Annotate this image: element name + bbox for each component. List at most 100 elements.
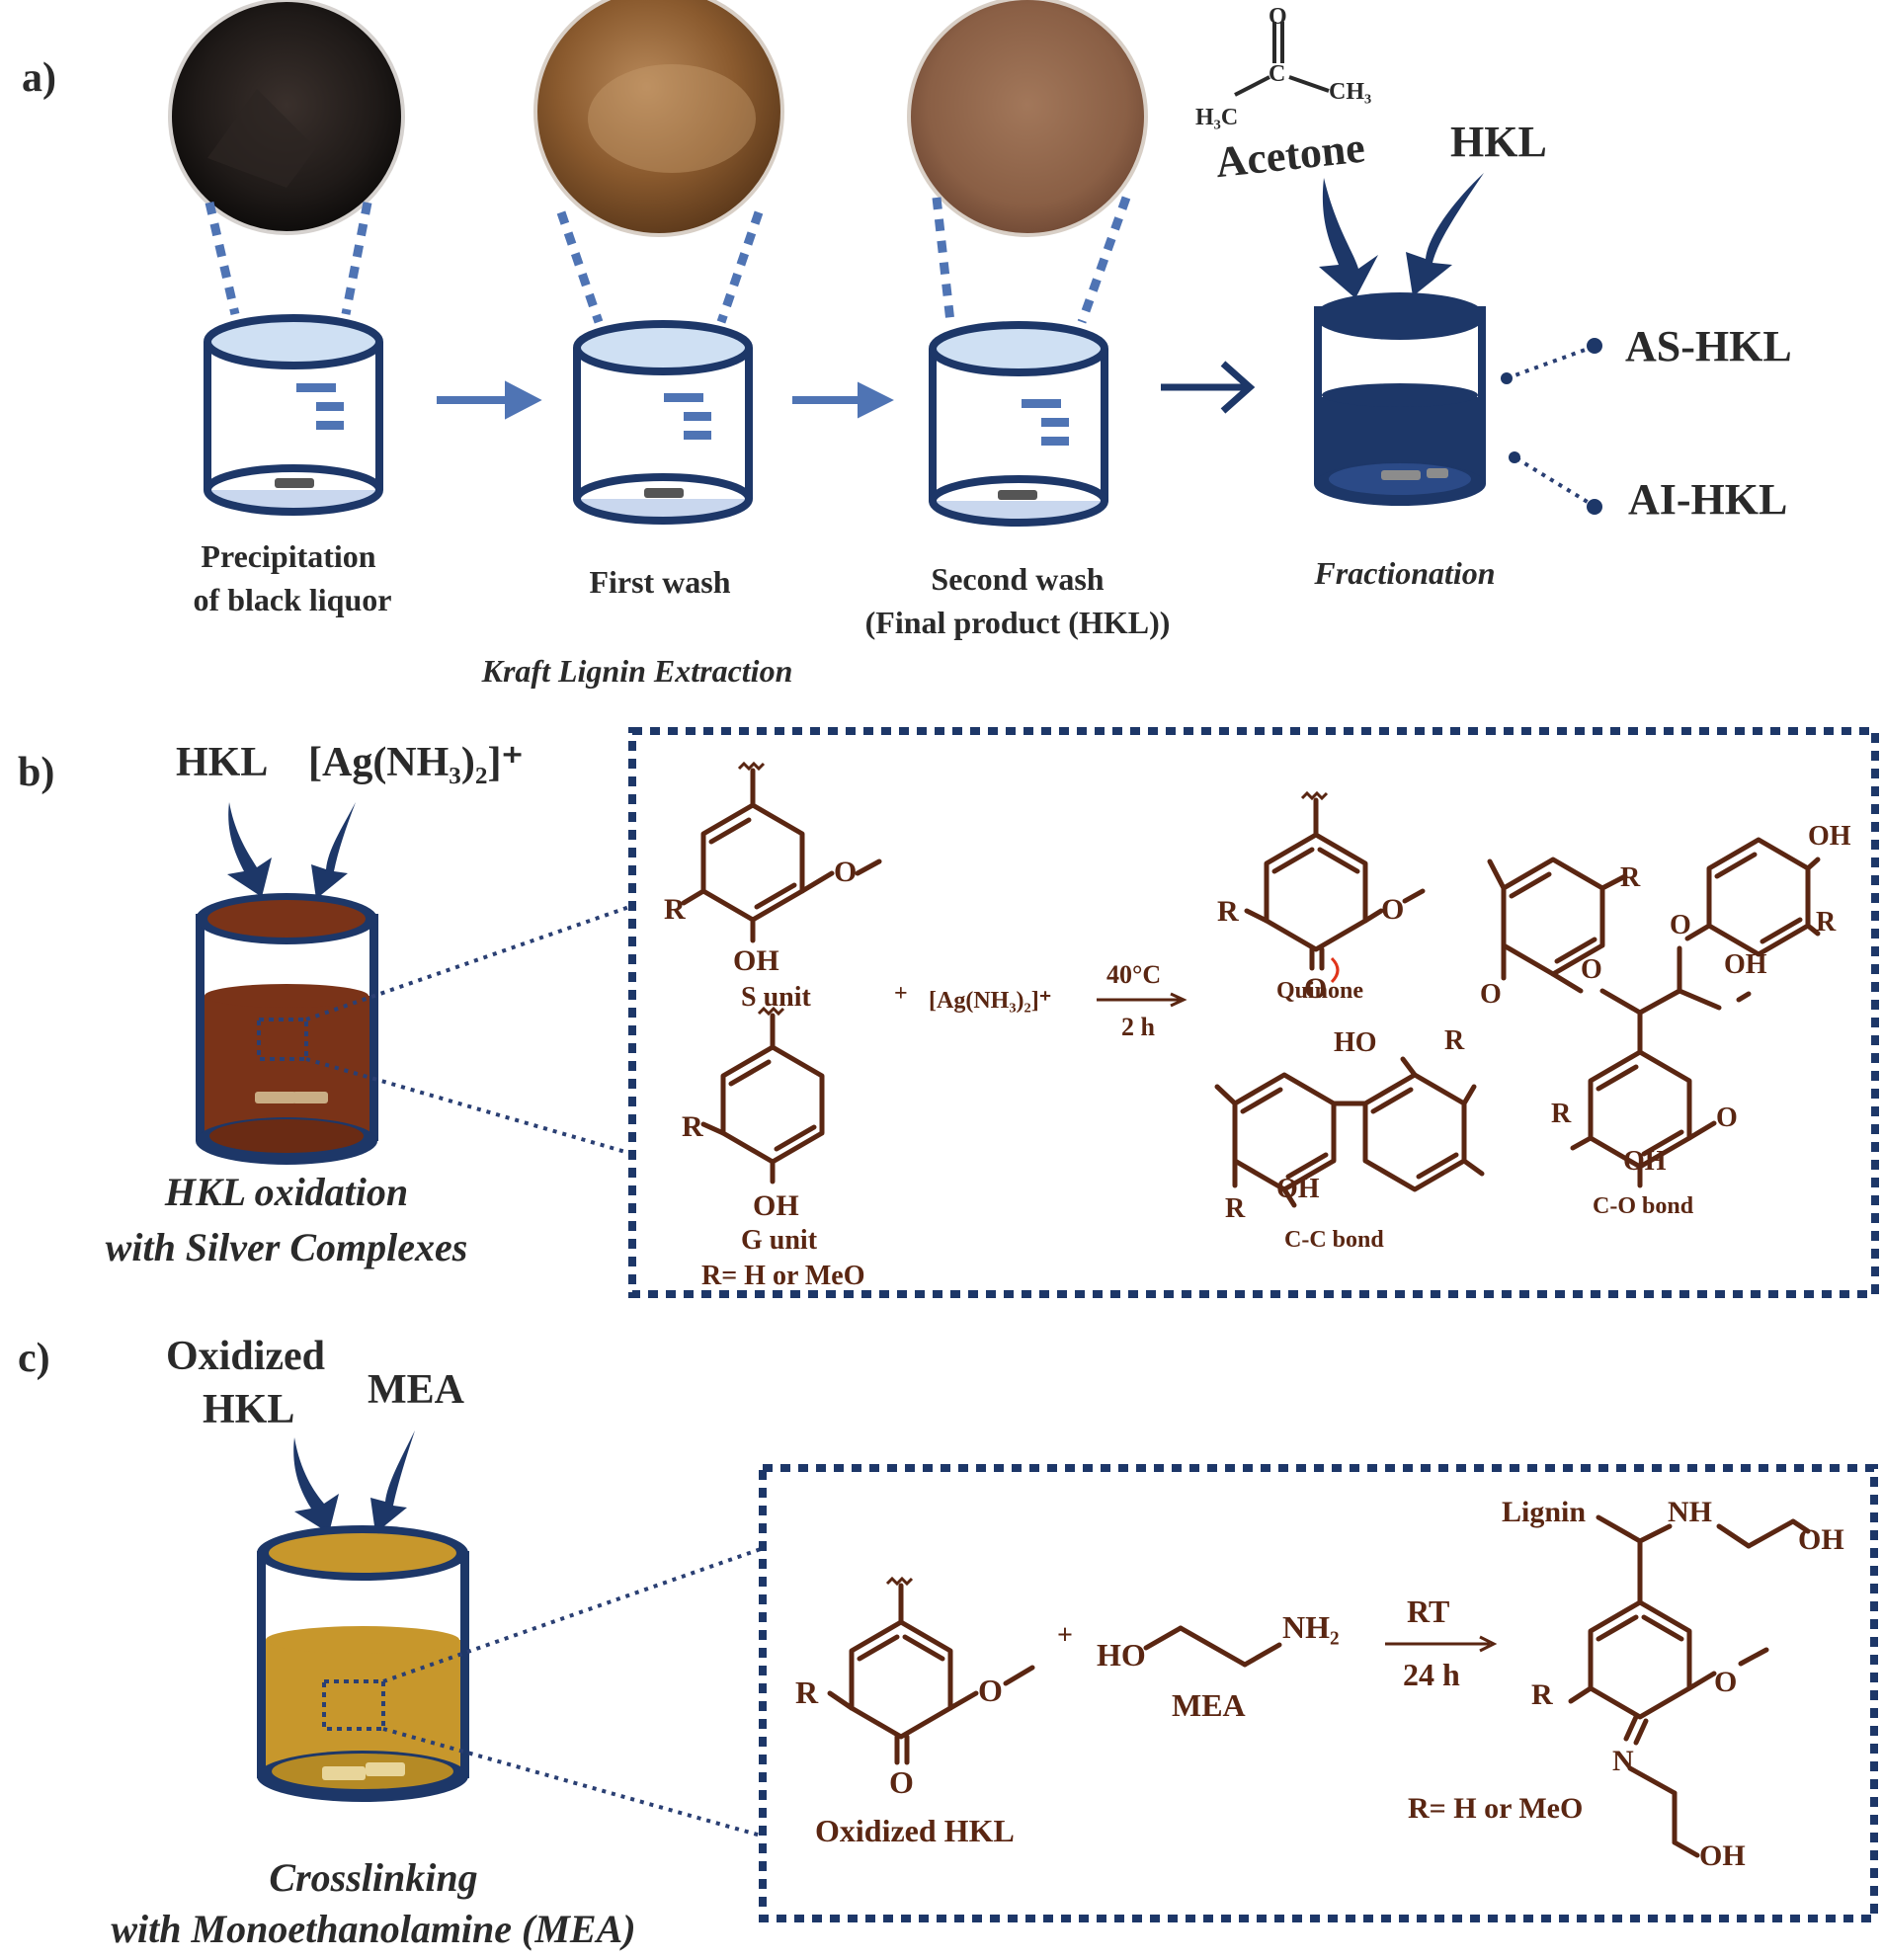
g-unit-structure [700, 1006, 825, 1184]
product-r: R [1531, 1678, 1553, 1711]
quinone-r: R [1217, 895, 1239, 928]
panel-c-tag: c) [18, 1336, 50, 1381]
s-unit-o: O [834, 856, 857, 888]
s-unit-label: S unit [741, 982, 811, 1013]
co-bond-structure [1487, 837, 1821, 1188]
caption-c-line1: Crosslinking [269, 1855, 477, 1900]
co-r2: R [1816, 907, 1837, 938]
panel-b-input-hkl: HKL [176, 740, 268, 785]
co-bond-label: C-O bond [1593, 1193, 1694, 1219]
co-o1: O [1480, 979, 1502, 1010]
g-unit-oh: OH [753, 1189, 799, 1222]
stage2-line1: First wash [589, 564, 730, 600]
r-definition-b: R= H or MeO [701, 1261, 865, 1291]
oxidized-hkl-label: Oxidized HKL [815, 1813, 1015, 1848]
co-o2: O [1581, 954, 1602, 985]
cc-r-top: R [1444, 1025, 1465, 1056]
s-unit-oh: OH [733, 944, 779, 977]
cc-r-bottom: R [1225, 1193, 1246, 1224]
arrow-1 [437, 380, 542, 420]
panel-c-input1-line2: HKL [203, 1387, 294, 1432]
g-unit-label: G unit [741, 1225, 818, 1256]
oxhkl-r: R [795, 1674, 819, 1710]
beaker-precipitation [204, 314, 383, 516]
s-unit-structure [681, 761, 882, 943]
quinone-o-methoxy: O [1381, 893, 1404, 926]
oxidized-hkl-structure [827, 1576, 1035, 1765]
panel-c-input1-line1: Oxidized [166, 1334, 325, 1379]
arrow-2 [792, 381, 894, 419]
reagent-silver: [Ag(NH₃)₂]⁺ [929, 988, 1051, 1014]
curved-arrow-b2 [311, 802, 356, 899]
oxhkl-o-methoxy: O [978, 1673, 1003, 1708]
panel-b-tag: b) [18, 750, 54, 795]
condition-temp: 40°C [1106, 960, 1161, 989]
panel-b: b) HKL [Ag(NH₃)₂]⁺ HKL oxidation with Si… [18, 727, 1879, 1298]
quinone-structure [1244, 790, 1426, 984]
co-oh-top: OH [1808, 821, 1851, 852]
condition-24h: 24 h [1403, 1657, 1460, 1692]
product-o: O [1714, 1666, 1737, 1698]
panel-a-tag: a) [22, 55, 56, 101]
acetone-structure: O C H₃C CH₃ Acetone [1195, 4, 1371, 187]
quinone-o: O [1304, 972, 1327, 1005]
caption-b-line1: HKL oxidation [164, 1170, 408, 1214]
co-o4: O [1716, 1102, 1738, 1133]
kraft-caption: Kraft Lignin Extraction [481, 653, 793, 689]
acetone-label: Acetone [1213, 123, 1367, 188]
panel-a: a) [22, 0, 1792, 689]
photo-first-wash-dish [533, 0, 784, 237]
co-oh-bottom: OH [1623, 1146, 1667, 1177]
reaction-box-c [759, 1464, 1878, 1922]
quinone-label: Quinone [1276, 978, 1363, 1004]
co-r3: R [1551, 1099, 1572, 1129]
acetone-o: O [1269, 4, 1287, 30]
acetone-h3c: H₃C [1195, 105, 1238, 130]
stage3-line1: Second wash [931, 561, 1104, 597]
s-unit-r: R [664, 893, 686, 926]
curved-arrow-acetone [1319, 178, 1378, 298]
cc-ho: HO [1334, 1027, 1377, 1058]
caption-b-line2: with Silver Complexes [106, 1225, 468, 1269]
curved-arrow-c2 [370, 1430, 415, 1533]
acetone-c: C [1269, 61, 1285, 87]
cc-bond-label: C-C bond [1284, 1227, 1384, 1253]
caption-c-line2: with Monoethanolamine (MEA) [111, 1907, 635, 1951]
product-oh-top: OH [1798, 1523, 1844, 1556]
stage4-line1: Fractionation [1313, 555, 1495, 591]
arrow-3 [1161, 361, 1256, 414]
beaker-oxidation [196, 893, 378, 1165]
cc-oh: OH [1276, 1174, 1320, 1204]
g-unit-r: R [682, 1110, 703, 1143]
curved-arrow-hkl [1406, 173, 1484, 296]
oxhkl-o: O [889, 1764, 914, 1800]
mea-label: MEA [1172, 1687, 1246, 1723]
product-lignin: Lignin [1502, 1496, 1586, 1528]
panel-c-input2: MEA [368, 1367, 465, 1413]
stage3-line2: (Final product (HKL)) [865, 605, 1171, 640]
reaction-box-b [628, 727, 1879, 1298]
beaker-fractionation [1314, 292, 1486, 506]
hkl-input-label: HKL [1450, 118, 1547, 166]
mea-nh2: NH₂ [1282, 1609, 1340, 1645]
crosslinked-product-structure [1568, 1514, 1811, 1858]
curved-arrow-c1 [293, 1437, 339, 1533]
stage1-line2: of black liquor [194, 582, 392, 617]
beaker-crosslinking [257, 1525, 469, 1802]
beaker-second-wash [929, 321, 1108, 527]
cc-bond-structure [1214, 1056, 1485, 1208]
curved-arrow-b1 [227, 802, 272, 897]
r-definition-c: R= H or MeO [1408, 1792, 1583, 1825]
condition-time: 2 h [1121, 1013, 1156, 1041]
product-nh: NH [1668, 1496, 1712, 1528]
panel-b-input-silver: [Ag(NH₃)₂]⁺ [308, 740, 524, 785]
photo-black-liquor-dish [168, 0, 405, 235]
output-ai-hkl: AI-HKL [1628, 475, 1787, 524]
mea-ho: HO [1097, 1637, 1146, 1673]
plus-c: + [1057, 1620, 1073, 1651]
output-as-hkl: AS-HKL [1625, 322, 1792, 370]
co-oh-side: OH [1724, 949, 1767, 980]
product-n: N [1612, 1745, 1634, 1777]
plus-b: + [894, 981, 908, 1007]
